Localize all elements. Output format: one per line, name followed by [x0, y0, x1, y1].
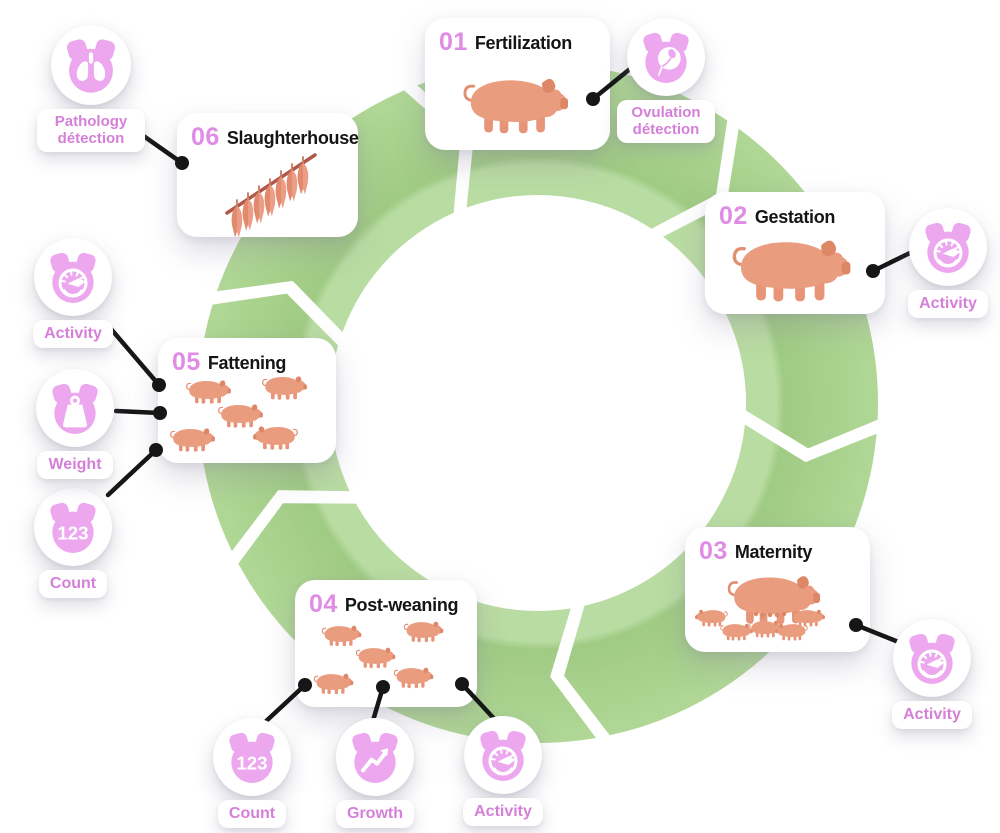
pigs-icon: [170, 375, 308, 453]
gauge-icon: [916, 215, 980, 279]
badge-count-post-weaning: 123 Count: [213, 718, 291, 828]
badge-label: Ovulation détection: [617, 100, 715, 143]
badge-label: Activity: [33, 320, 113, 348]
gauge-icon: [41, 245, 105, 309]
stage-title: Gestation: [754, 206, 836, 227]
badge-label: Activity: [908, 290, 988, 318]
badge-label: Count: [217, 800, 287, 828]
stage-title: Post-weaning: [344, 594, 459, 615]
stage-number: 01: [439, 28, 468, 56]
badge-label: Pathology détection: [37, 109, 145, 152]
badge-activity-post-weaning: Activity: [463, 716, 543, 826]
stage-number: 02: [719, 202, 748, 230]
carcass-rail-icon: [225, 153, 317, 237]
badge-ovulation-detection: Ovulation détection: [617, 18, 715, 143]
sperm-icon: [634, 25, 698, 89]
stage-card-fertilization: 01 Fertilization: [425, 18, 610, 150]
stage-title: Fattening: [207, 352, 287, 373]
badge-activity-maternity: Activity: [892, 619, 972, 729]
stage-card-maternity: 03 Maternity: [685, 527, 870, 652]
gauge-icon: [900, 626, 964, 690]
stage-number: 05: [172, 348, 201, 376]
stage-number: 06: [191, 123, 220, 151]
stage-title: Slaughterhouse: [226, 127, 359, 148]
stage-card-post-weaning: 04 Post-weaning: [295, 580, 477, 707]
stage-title: Fertilization: [474, 32, 572, 53]
stage-number: 03: [699, 537, 728, 565]
lungs-icon: [57, 31, 125, 99]
stage-card-gestation: 02 Gestation: [705, 192, 885, 314]
pig-icon: [458, 64, 576, 141]
badge-label: Activity: [463, 798, 543, 826]
badge-label: Count: [38, 570, 108, 598]
stage-number: 04: [309, 590, 338, 618]
svg-text:123: 123: [57, 523, 88, 544]
pig-icon: [728, 224, 858, 310]
gauge-icon: [471, 723, 535, 787]
count-icon: 123: [220, 725, 284, 789]
weight-icon: [43, 376, 107, 440]
badge-activity-fattening: Activity: [33, 238, 113, 348]
growth-icon: [343, 725, 407, 789]
badge-label: Activity: [892, 701, 972, 729]
badge-activity-gestation: Activity: [908, 208, 988, 318]
badge-pathology-detection: Pathology détection: [37, 25, 145, 152]
badge-growth: Growth: [336, 718, 414, 828]
stage-title: Maternity: [734, 541, 813, 562]
badge-count-fattening: 123 Count: [34, 488, 112, 598]
count-icon: 123: [41, 495, 105, 559]
stage-card-slaughterhouse: 06 Slaughterhouse: [177, 113, 359, 237]
svg-text:123: 123: [236, 753, 267, 774]
badge-weight: Weight: [36, 369, 114, 479]
sow-and-piglets-icon: [694, 574, 826, 642]
stage-card-fattening: 05 Fattening: [158, 338, 336, 463]
badge-label: Growth: [336, 800, 414, 828]
piglets-icon: [313, 621, 444, 695]
badge-label: Weight: [37, 451, 113, 479]
